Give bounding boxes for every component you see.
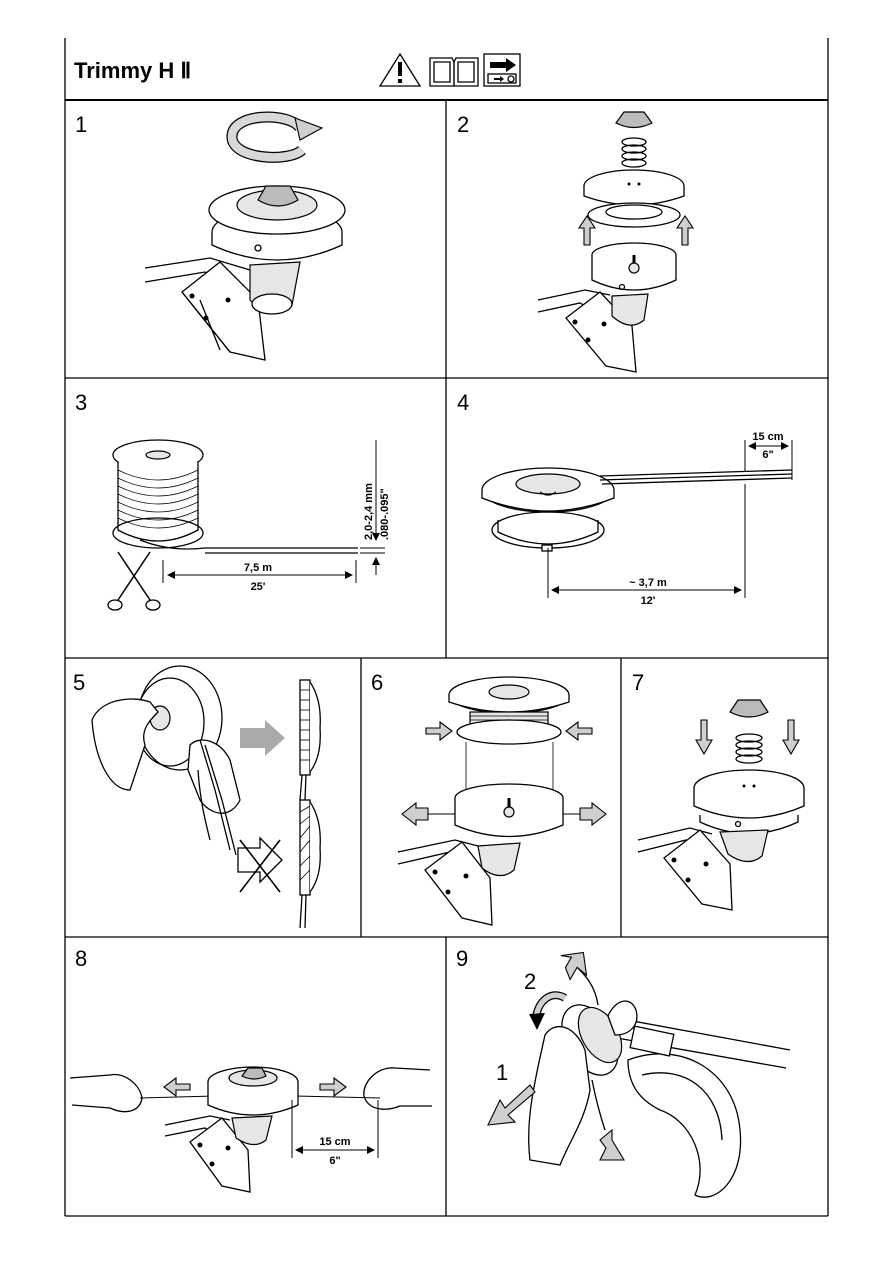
line-spool <box>112 439 204 549</box>
step-number: 8 <box>75 946 87 971</box>
length-imperial: 25' <box>251 581 266 593</box>
see-other-section-icon <box>483 53 521 87</box>
rotate-arrow-icon <box>226 111 324 163</box>
arrow-right-icon <box>240 720 285 756</box>
length-metric: 7,5 m <box>244 562 272 574</box>
panel-2: 2 <box>457 111 695 373</box>
step-number: 1 <box>75 112 87 137</box>
step-number: 2 <box>457 112 469 137</box>
panel-5: 5 <box>73 665 321 929</box>
half-imperial: 12' <box>641 595 656 607</box>
step-1-label: 1 <box>496 1060 508 1085</box>
end-imperial: 6" <box>762 449 773 461</box>
cross-icon <box>239 839 281 893</box>
protrude-metric: 15 cm <box>319 1136 350 1148</box>
protrude-imperial: 6" <box>329 1155 340 1167</box>
arrow-right-outline-icon <box>237 836 283 884</box>
end-metric: 15 cm <box>752 431 783 443</box>
diameter-imperial: .080-.095" <box>379 488 391 540</box>
scissors-icon <box>107 551 161 611</box>
step-number: 4 <box>457 390 469 415</box>
step-number: 9 <box>456 946 468 971</box>
warning-icon <box>378 52 422 87</box>
manual-book-icon <box>429 57 479 87</box>
header: Trimmy H Ⅱ <box>74 52 521 87</box>
step-number: 7 <box>632 670 644 695</box>
step-2-label: 2 <box>524 969 536 994</box>
page-title: Trimmy H Ⅱ <box>74 58 191 83</box>
half-metric: ~ 3,7 m <box>629 577 667 589</box>
step-number: 3 <box>75 390 87 415</box>
step-number: 6 <box>371 670 383 695</box>
panel-6: 6 <box>371 670 607 926</box>
panel-7: 7 <box>632 670 805 911</box>
panel-3: 3 7,5 <box>75 390 391 611</box>
panel-8: 8 15 cm 6" <box>69 946 432 1193</box>
frame <box>64 38 829 1217</box>
panel-4: 4 15 cm 6" ~ 3,7 m 12' <box>457 390 793 607</box>
panel-1: 1 <box>75 111 346 361</box>
diameter-metric: 2,0-2,4 mm <box>363 483 375 540</box>
panel-9: 9 1 2 <box>456 946 791 1198</box>
step-number: 5 <box>73 670 85 695</box>
